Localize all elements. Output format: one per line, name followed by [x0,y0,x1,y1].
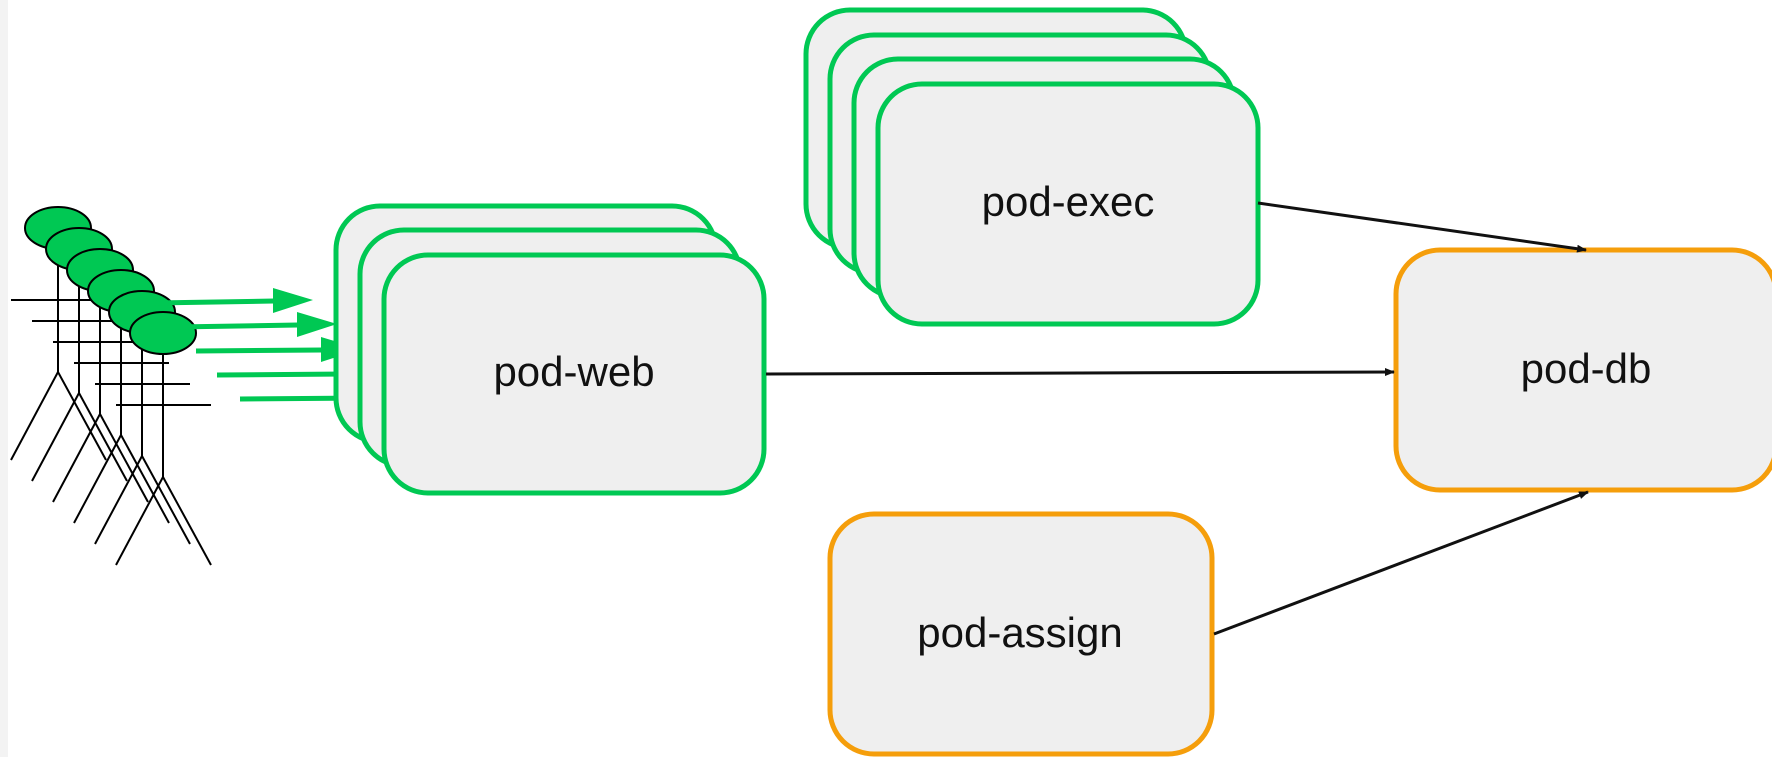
pod-exec-node[interactable]: pod-exec [803,7,1261,327]
diagram-canvas: pod-web pod-exec pod-db pod-assign [8,0,1772,757]
pod-exec-label: pod-exec [982,178,1155,225]
user-head-icon [129,311,197,355]
pod-assign-box [827,511,1215,757]
pod-assign-node[interactable]: pod-assign [827,511,1215,757]
pod-db-label: pod-db [1521,345,1652,392]
request-arrow [174,312,337,337]
connector-web-to-db [765,368,1395,377]
connector-assign-to-db [1213,490,1589,636]
pod-db-node[interactable]: pod-db [1393,247,1772,493]
request-arrow [153,288,313,313]
pod-web-box [381,252,767,496]
pod-web-label: pod-web [493,348,654,395]
connector-exec-to-db [1257,201,1587,253]
users-group [10,206,212,566]
connectors [765,201,1589,636]
user-figure-6 [115,311,212,566]
architecture-diagram: pod-web pod-exec pod-db pod-assign [10,7,1772,757]
pod-web-node[interactable]: pod-web [333,203,767,496]
pod-assign-label: pod-assign [917,609,1122,656]
